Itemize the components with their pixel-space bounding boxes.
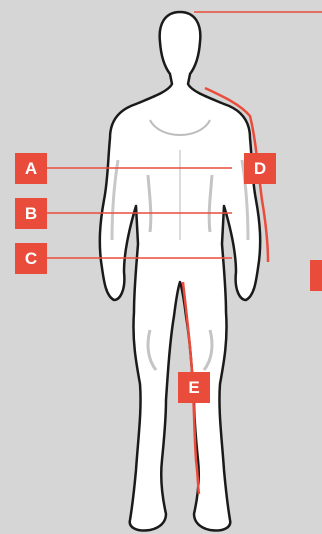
label-e-badge: E <box>178 372 210 403</box>
label-edge-badge <box>310 260 322 291</box>
label-c-badge: C <box>15 243 47 274</box>
label-a-badge: A <box>15 153 47 184</box>
body-outline <box>100 12 260 531</box>
label-d-badge: D <box>244 153 276 184</box>
label-b-badge: B <box>15 198 47 229</box>
body-silhouette <box>100 12 260 531</box>
